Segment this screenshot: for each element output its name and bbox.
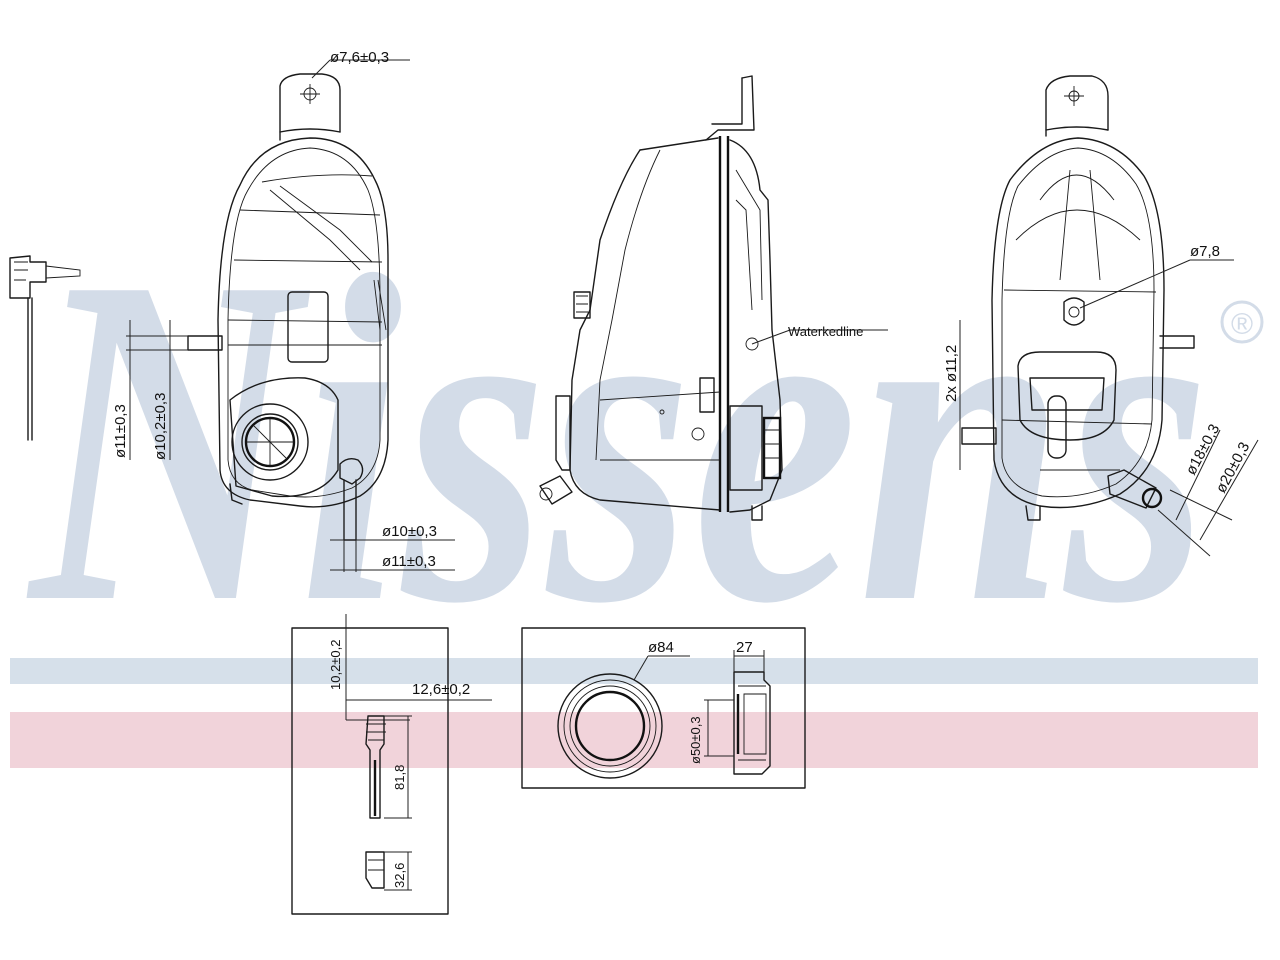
left-pipe-inner-dimension: ø10,2±0,3 xyxy=(152,393,169,460)
left-pipe-outer-dimension: ø11±0,3 xyxy=(112,404,129,458)
side-view: Waterkedline xyxy=(539,75,888,521)
right-outlet-outer-dimension: ø20±0,3 xyxy=(1213,439,1254,495)
sensor-height-dimension: 10,2±0,2 xyxy=(328,639,343,690)
bracket-hole-dimension: ø7,6±0,3 xyxy=(330,49,389,66)
sensor-width-dimension: 12,6±0,2 xyxy=(412,681,470,698)
cap-depth-dimension: 27 xyxy=(736,639,753,656)
front-view: ø7,6±0,3 ø11±0,3 ø10,2±0,3 ø10±0,3 ø11±0… xyxy=(112,49,455,572)
cap-outer-diameter-dimension: ø84 xyxy=(648,639,674,656)
bottom-pipe-inner-dimension: ø10±0,3 xyxy=(382,523,437,540)
cap-inner-diameter-dimension: ø50±0,3 xyxy=(688,716,703,764)
watermark: Nissens ® xyxy=(10,179,1264,768)
registered-mark: ® xyxy=(1231,308,1253,341)
bottom-pipe-outer-dimension: ø11±0,3 xyxy=(382,553,436,570)
side-label: Waterkedline xyxy=(788,324,863,339)
sensor-side-view xyxy=(9,255,81,441)
watermark-brand-text: Nissens xyxy=(24,179,1210,700)
detail-sensor: 10,2±0,2 12,6±0,2 81,8 32,6 xyxy=(291,614,492,915)
sensor-length-a-dimension: 81,8 xyxy=(392,765,407,790)
sensor-length-b-dimension: 32,6 xyxy=(392,863,407,888)
registered-mark-circle xyxy=(1220,300,1264,344)
right-pipes-dimension: 2x ø11,2 xyxy=(943,345,960,402)
right-hole-dimension: ø7,8 xyxy=(1190,243,1220,260)
watermark-red-stripe xyxy=(10,712,1258,768)
detail-cap: ø84 27 ø50±0,3 xyxy=(521,627,806,789)
